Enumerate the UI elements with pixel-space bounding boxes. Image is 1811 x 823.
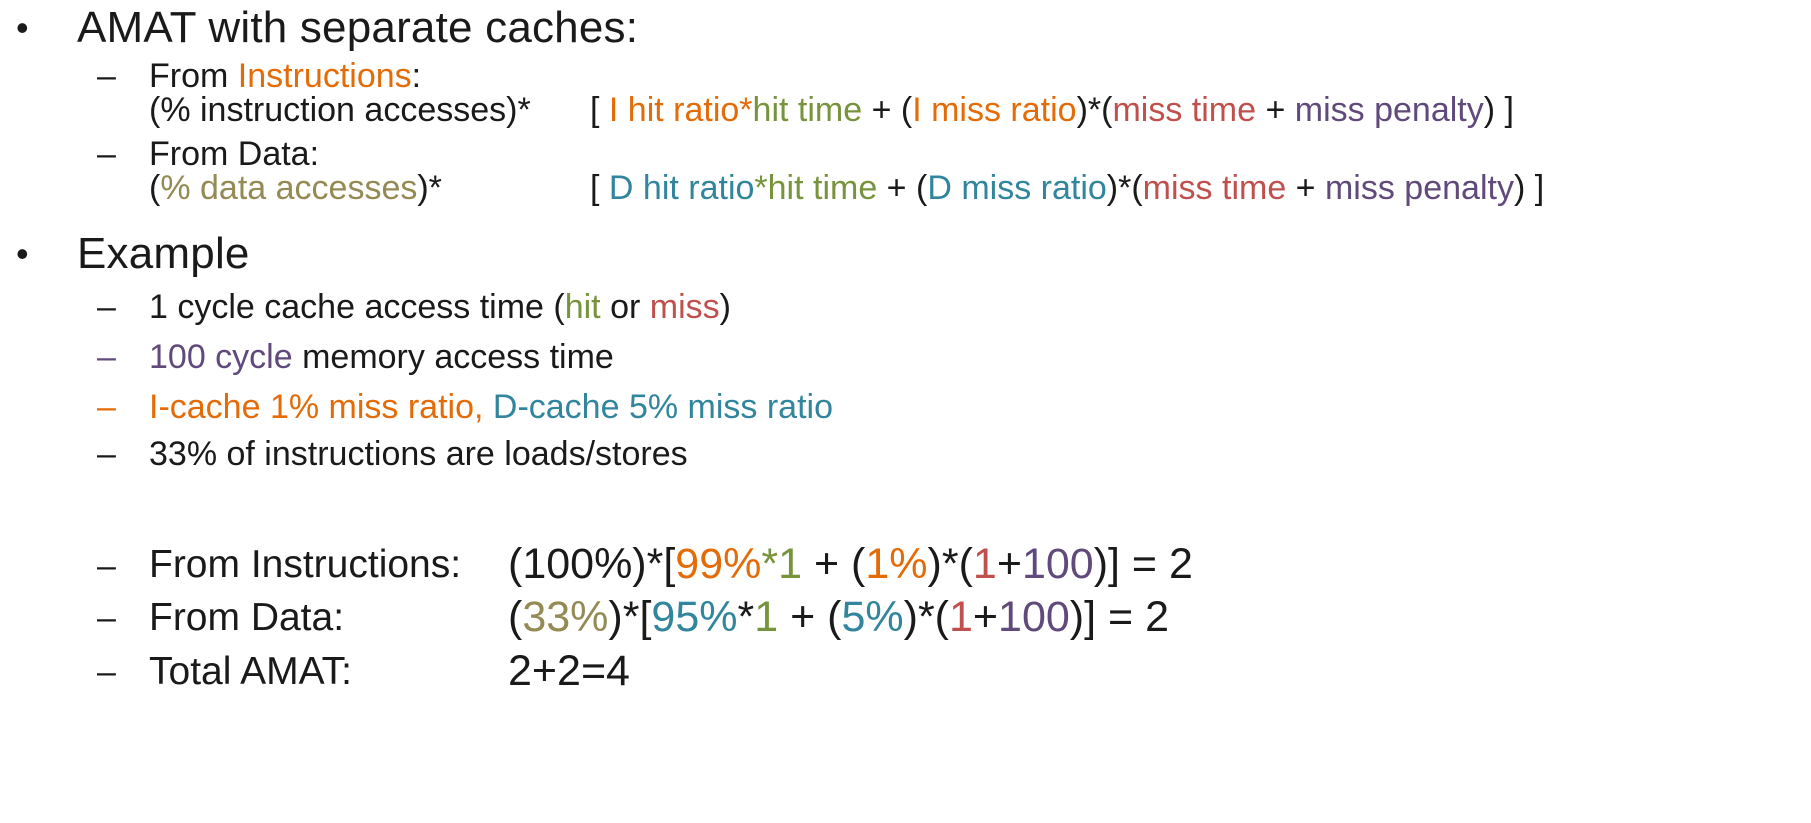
result-instr-formula: (100%)*[99%*1 + (1%)*(1+100)] = 2: [508, 540, 1193, 588]
example-loads-stores: 33% of instructions are loads/stores: [149, 435, 688, 473]
hit-word: hit: [564, 288, 601, 326]
dash-item-3: –: [97, 388, 116, 426]
i-cache-miss-ratio: I-cache 1% miss ratio,: [149, 388, 493, 426]
instructions-word: Instructions: [237, 57, 412, 95]
data-accesses-lhs: (% data accesses)*: [149, 169, 442, 207]
d-cache-miss-ratio: D-cache 5% miss ratio: [492, 388, 833, 426]
result-total-value: 2+2=4: [508, 647, 630, 695]
dash-from-instructions: –: [97, 57, 116, 95]
instr-accesses-lhs: (% instruction accesses)*: [149, 91, 531, 129]
example-cache-access-time: 1 cycle cache access time (hit or miss): [149, 288, 731, 326]
miss-penalty: miss penalty: [1324, 169, 1514, 207]
heading-example: Example: [77, 229, 250, 278]
instr-amat-formula: [ I hit ratio*hit time + (I miss ratio)*…: [590, 91, 1514, 129]
dash-result-instr: –: [97, 547, 116, 585]
bullet-example: •: [16, 233, 29, 274]
i-hit-ratio: I hit ratio: [608, 91, 740, 129]
dash-result-total: –: [97, 653, 116, 691]
result-data-formula: (33%)*[95%*1 + (5%)*(1+100)] = 2: [508, 593, 1169, 641]
data-amat-formula: [ D hit ratio*hit time + (D miss ratio)*…: [590, 169, 1545, 207]
dash-item-2: –: [97, 338, 116, 376]
example-miss-ratios: I-cache 1% miss ratio, D-cache 5% miss r…: [149, 390, 833, 424]
result-instr-label: From Instructions:: [149, 543, 462, 586]
miss-time: miss time: [1142, 169, 1287, 207]
label-from-instructions: From Instructions:: [149, 57, 422, 95]
heading-amat-separate-caches: AMAT with separate caches:: [77, 3, 639, 52]
hit-time: hit time: [767, 169, 878, 207]
dash-from-data: –: [97, 135, 116, 173]
result-total-label: Total AMAT:: [149, 650, 353, 693]
example-memory-access-time: 100 cycle memory access time: [149, 338, 614, 376]
dash-item-4: –: [97, 435, 116, 473]
data-accesses-pct: % data accesses: [160, 169, 418, 207]
hit-time: hit time: [752, 91, 863, 129]
miss-penalty: miss penalty: [1294, 91, 1484, 129]
d-miss-ratio: D miss ratio: [927, 169, 1107, 207]
miss-time: miss time: [1112, 91, 1257, 129]
label-from-data: From Data:: [149, 135, 320, 173]
dash-item-1: –: [97, 288, 116, 326]
i-miss-ratio: I miss ratio: [912, 91, 1077, 129]
miss-word: miss: [649, 288, 720, 326]
bullet-amat: •: [16, 7, 29, 48]
d-hit-ratio: D hit ratio: [608, 169, 755, 207]
dash-result-data: –: [97, 599, 116, 637]
result-data-label: From Data:: [149, 596, 345, 639]
hundred-cycle: 100 cycle: [149, 338, 293, 376]
